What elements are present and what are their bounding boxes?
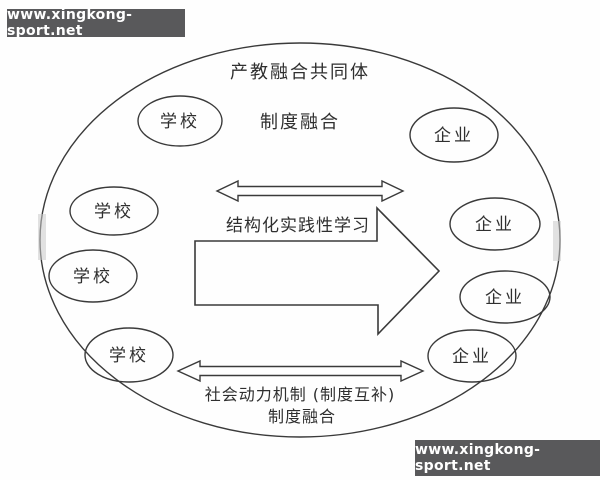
- enterprise-label: 企业: [475, 215, 515, 235]
- enterprise-node-ellipse: [459, 270, 551, 324]
- top-double-arrow: [215, 179, 405, 203]
- practice-learning-label: 结构化实践性学习: [226, 216, 370, 236]
- social-mechanism-label: 社会动力机制 (制度互补): [205, 385, 396, 404]
- scan-artifact-left: [38, 214, 46, 260]
- watermark-text: www.xingkong-sport.net: [7, 7, 133, 39]
- top-institution-label: 制度融合: [260, 112, 340, 133]
- scan-artifact-right: [553, 221, 561, 261]
- bottom-double-arrow: [176, 359, 425, 383]
- school-label: 学校: [94, 202, 134, 222]
- diagram-title: 产教融合共同体: [230, 62, 370, 83]
- school-node-ellipse: [137, 95, 223, 147]
- main-flow-arrow: [194, 206, 441, 336]
- watermark-text: www.xingkong-sport.net: [415, 442, 541, 474]
- enterprise-nodes: 企业 企业 企业 企业: [409, 107, 551, 383]
- enterprise-node-ellipse: [427, 329, 517, 383]
- school-node-ellipse: [69, 186, 159, 236]
- enterprise-node-ellipse: [409, 107, 499, 163]
- community-outer-ellipse: [39, 42, 561, 438]
- enterprise-label: 企业: [434, 126, 474, 146]
- school-node-ellipse: [84, 327, 174, 383]
- school-label: 学校: [160, 112, 200, 132]
- school-node-ellipse: [48, 249, 138, 303]
- enterprise-node-ellipse: [449, 197, 541, 251]
- watermark-bottom-right: www.xingkong-sport.net: [415, 440, 600, 476]
- bottom-institution-label: 制度融合: [268, 407, 336, 426]
- watermark-top-left: www.xingkong-sport.net: [7, 7, 185, 39]
- enterprise-label: 企业: [485, 288, 525, 308]
- enterprise-label: 企业: [452, 347, 492, 367]
- school-label: 学校: [73, 267, 113, 287]
- school-label: 学校: [109, 346, 149, 366]
- school-nodes: 学校 学校 学校 学校: [48, 95, 223, 383]
